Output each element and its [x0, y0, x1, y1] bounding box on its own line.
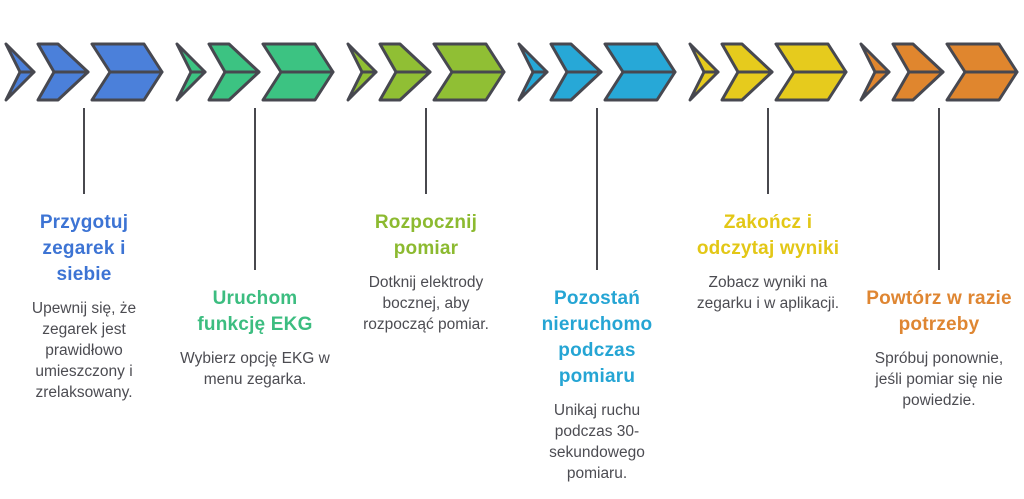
triple-chevron-right-icon [346, 42, 506, 102]
connector-line [83, 108, 85, 194]
step-column-6: Powtórz w razie potrzeby Spróbuj ponowni… [856, 0, 1022, 411]
triple-chevron-right-icon [517, 42, 677, 102]
step-column-1: Przygotuj zegarek i siebie Upewnij się, … [1, 0, 167, 403]
step-title: Uruchom funkcję EKG [197, 288, 313, 335]
connector-line [767, 108, 769, 194]
connector-line [938, 108, 940, 270]
step-title: Pozostań nieruchomo podczas pomiaru [541, 288, 653, 387]
triple-chevron-right-icon [175, 42, 335, 102]
step-description: Upewnij się, że zegarek jest prawidłowo … [31, 300, 137, 401]
step-description: Zobacz wyniki na zegarku i w aplikacji. [696, 274, 840, 312]
step-column-2: Uruchom funkcję EKG Wybierz opcję EKG w … [172, 0, 338, 390]
step-description: Spróbuj ponownie, jeśli pomiar się nie p… [874, 350, 1004, 409]
triple-chevron-right-icon [4, 42, 164, 102]
step-title: Zakończ i odczytaj wyniki [696, 212, 840, 259]
triple-chevron-right-icon [688, 42, 848, 102]
step-column-5: Zakończ i odczytaj wyniki Zobacz wyniki … [685, 0, 851, 314]
step-column-3: Rozpocznij pomiar Dotknij elektrody bocz… [343, 0, 509, 335]
step-title: Przygotuj zegarek i siebie [39, 212, 129, 285]
connector-line [425, 108, 427, 194]
step-description: Wybierz opcję EKG w menu zegarka. [180, 350, 330, 388]
step-description: Unikaj ruchu podczas 30-sekundowego pomi… [549, 402, 645, 482]
step-title: Powtórz w razie potrzeby [866, 288, 1012, 335]
step-description: Dotknij elektrody bocznej, aby rozpocząć… [363, 274, 489, 333]
connector-line [254, 108, 256, 270]
triple-chevron-right-icon [859, 42, 1019, 102]
step-column-4: Pozostań nieruchomo podczas pomiaru Unik… [514, 0, 680, 484]
step-title: Rozpocznij pomiar [374, 212, 478, 259]
connector-line [596, 108, 598, 270]
